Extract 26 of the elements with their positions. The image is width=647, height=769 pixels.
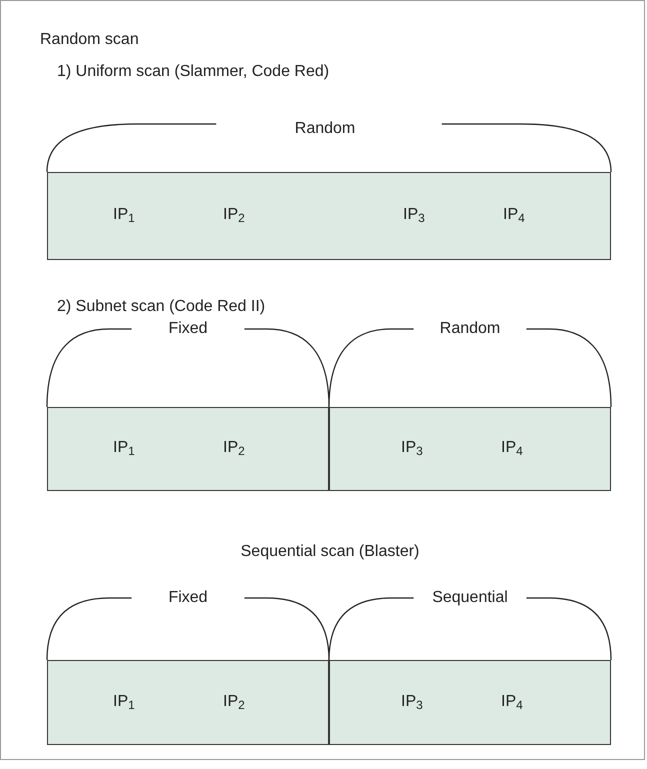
heading-text: 1) Uniform scan (Slammer, Code Red) [57,62,330,82]
ip-label: IP$_{2}$ [223,692,245,714]
ip-label: IP$_{4}$ [501,692,523,714]
ip-label: IP$_{2}$ [223,205,245,227]
ip-label: IP$_{2}$ [223,438,245,460]
address-field-box [329,660,611,745]
ip-label: IP$_{1}$ [113,692,135,714]
bracket-label: Sequential [432,588,508,608]
heading-text: Sequential scan (Blaster) [240,542,420,562]
ip-label: IP$_{3}$ [403,205,425,227]
ip-label: IP$_{4}$ [503,205,525,227]
address-field-box [329,407,611,491]
ip-label: IP$_{3}$ [401,438,423,460]
address-field-box [47,172,611,260]
ip-label: IP$_{1}$ [113,438,135,460]
address-field-box [47,660,329,745]
bracket-label: Fixed [168,319,208,339]
heading-text: Random scan [40,30,139,50]
address-field-box [47,407,329,491]
ip-label: IP$_{4}$ [501,438,523,460]
heading-text: 2) Subnet scan (Code Red II) [57,297,266,317]
bracket-label: Random [440,319,500,339]
bracket-label: Random [294,119,356,139]
bracket-label: Fixed [168,588,208,608]
ip-label: IP$_{3}$ [401,692,423,714]
ip-label: IP$_{1}$ [113,205,135,227]
